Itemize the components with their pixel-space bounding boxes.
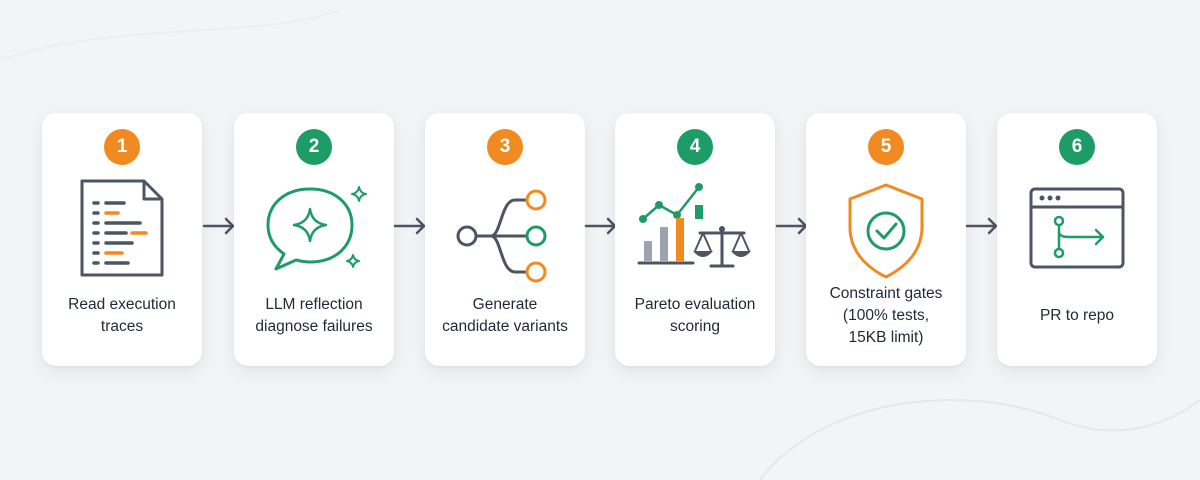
- step-card-4: 4 Pareto evaluation scoring: [615, 113, 775, 366]
- step-number-badge: 2: [296, 129, 332, 165]
- arrow-right-icon: [965, 217, 998, 235]
- step-label: PR to repo: [1039, 307, 1115, 324]
- branching-variants-icon: [456, 189, 547, 283]
- shield-check-icon: [848, 183, 924, 279]
- step-number-badge: 3: [487, 129, 523, 165]
- arrow-right-icon: [202, 217, 235, 235]
- step-number-badge: 4: [677, 129, 713, 165]
- step-number-badge: 5: [868, 129, 904, 165]
- arrow-right-icon: [584, 217, 617, 235]
- merge-window-icon: [1029, 187, 1125, 269]
- step-card-1: 1 Read execution traces: [42, 113, 202, 366]
- step-number-badge: 6: [1059, 129, 1095, 165]
- step-label: Generate candidate variants: [442, 296, 568, 335]
- step-label: Constraint gates (100% tests, 15KB limit…: [829, 285, 943, 346]
- step-card-3: 3 Generate candidate variants: [425, 113, 585, 366]
- step-label: Read execution traces: [68, 296, 176, 335]
- document-trace-icon: [80, 179, 164, 277]
- step-label: LLM reflection diagnose failures: [255, 296, 373, 335]
- sparkle-chat-icon: [266, 186, 367, 271]
- step-card-5: 5 Constraint gates (100% tests, 15KB lim…: [806, 113, 966, 366]
- chart-scale-icon: [637, 183, 751, 268]
- arrow-right-icon: [393, 217, 426, 235]
- arrow-right-icon: [775, 217, 808, 235]
- step-card-2: 2 LLM reflection diagnose failures: [234, 113, 394, 366]
- step-number-badge: 1: [104, 129, 140, 165]
- step-label: Pareto evaluation scoring: [634, 296, 756, 335]
- step-card-6: 6 PR to repo: [997, 113, 1157, 366]
